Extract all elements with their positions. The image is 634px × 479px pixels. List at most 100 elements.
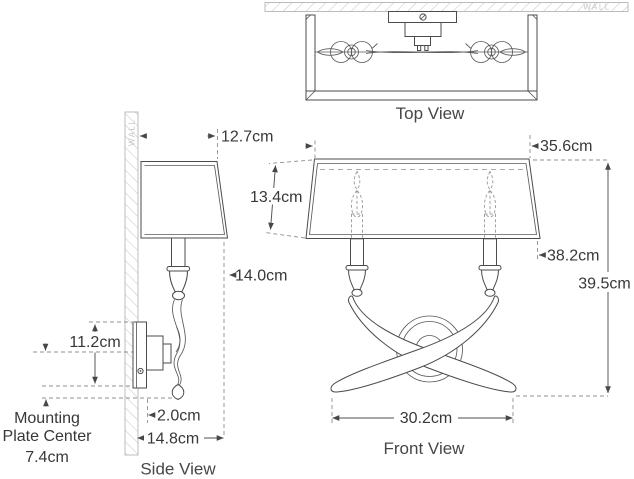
top-view: WALL (264, 2, 629, 123)
shade-side-outline (140, 161, 229, 239)
flame (486, 170, 494, 191)
mounting-note-value: 7.4cm (25, 449, 69, 466)
twist-arm-edge-a (172, 299, 181, 386)
bobeche-cap-side (166, 266, 190, 272)
dim-candle-drop-label: 14.0cm (235, 268, 287, 285)
dim-total-depth: 14.8cm (137, 429, 224, 448)
top-view-label: Top View (396, 104, 465, 123)
side-view: WALL 12.7cm 14.0cm (3, 111, 287, 479)
label-backing (248, 188, 308, 205)
label-backing (394, 409, 458, 426)
scroll-hub (344, 44, 359, 60)
leaf-flag (371, 43, 378, 49)
arm-curve-b (365, 50, 479, 54)
candle-sleeve-side (171, 237, 186, 268)
flame (353, 170, 361, 191)
dim-shade-bottom-width: 38.2cm (537, 241, 599, 265)
frame-cap-left (305, 14, 311, 20)
dim-shade-height: 13.4cm (248, 159, 313, 239)
frame-right-bar (527, 14, 538, 101)
candle-left-silhouette (351, 170, 363, 238)
bobeche-cap-left (345, 265, 369, 271)
bobeche-flare-side (168, 270, 189, 292)
dim-total-height-label: 39.5cm (578, 276, 630, 293)
dim-shade-height-label: 13.4cm (250, 189, 302, 206)
shade-side-inner (144, 165, 225, 235)
frame-miter-left (305, 90, 316, 101)
screw-head (419, 13, 427, 21)
dim-candle-drop: 14.0cm (223, 242, 287, 437)
wall-hatch-top (264, 2, 629, 12)
dim-plate-offset: 2.0cm (147, 399, 201, 425)
frame-front-bar (305, 90, 538, 101)
leaf-tip (316, 48, 344, 56)
knob-side (172, 290, 185, 301)
dim-shade-top-width: 35.6cm (305, 135, 592, 158)
side-view-label: Side View (140, 460, 216, 479)
bulb (484, 189, 496, 218)
arm-assembly-top (315, 41, 528, 63)
arm-bracket-side (146, 335, 164, 371)
canopy-foot-left (417, 45, 422, 51)
front-view: 35.6cm 13.4cm 38.2cm 39.5cm (248, 135, 631, 458)
canopy-neck (414, 36, 431, 46)
wall-label-side: WALL (128, 119, 137, 147)
candle-sleeve-right (483, 238, 497, 267)
dim-shade-bottom-width-label: 38.2cm (547, 248, 599, 265)
finial-side (171, 383, 185, 401)
dim-total-depth-label: 14.8cm (147, 431, 199, 448)
bulb (351, 189, 363, 218)
plate-screw-center (139, 370, 142, 372)
dim-shade-top-width-label: 35.6cm (540, 138, 592, 155)
canopy-bracket (404, 22, 442, 37)
extension-top (268, 159, 313, 164)
dim-total-height: 39.5cm (516, 159, 631, 397)
dim-mounting-plate-center: Mounting Plate Center 7.4cm (3, 343, 172, 466)
knob-left (351, 288, 363, 297)
dim-shade-top-depth-label: 12.7cm (221, 129, 273, 146)
crossed-arm-right-to-left (330, 295, 499, 393)
plate-screw (137, 367, 144, 375)
dim-arm-spread: 30.2cm (331, 398, 514, 427)
label-backing (144, 429, 204, 445)
scroll-ornament-right (465, 41, 527, 63)
scroll-ornament-left (316, 41, 378, 63)
leaf-flag (465, 43, 472, 49)
extension-bottom (264, 232, 306, 239)
mounting-plate-side (132, 321, 147, 389)
bobeche-flare-right (480, 269, 500, 290)
dim-backplate-height: 11.2cm (42, 321, 134, 387)
twist-arm-mid (175, 326, 181, 353)
canopy-foot-right (424, 45, 429, 51)
frame-cap-right (532, 14, 538, 20)
shade-frame-top (305, 14, 538, 101)
shade-front-inner (309, 163, 537, 235)
bobeche-flare-left (347, 269, 367, 290)
screw-slot (420, 14, 426, 20)
frame-left-bar (305, 14, 316, 101)
mounting-note-line2: Plate Center (3, 428, 93, 445)
scroll-ring (351, 41, 373, 63)
knob-right (484, 288, 496, 297)
dim-shade-top-depth: 12.7cm (139, 129, 273, 159)
scroll-hub-inner (487, 47, 496, 57)
front-view-label: Front View (384, 439, 466, 458)
bobeche-cap-right (478, 265, 502, 271)
candle-sleeve-left (350, 238, 364, 267)
twist-arm-edge-b (177, 299, 186, 386)
wall-hatch-side (124, 111, 139, 456)
scroll-ring (491, 41, 513, 63)
leaf-tip (499, 48, 527, 56)
wall-label-top: WALL (583, 3, 611, 12)
dim-arm-spread-label: 30.2cm (400, 410, 452, 427)
mounting-note-line1: Mounting (14, 410, 80, 427)
dim-plate-offset-label: 2.0cm (157, 408, 201, 425)
scroll-hub-inner (347, 47, 356, 57)
arm-bracket-step (162, 343, 172, 364)
scroll-hub (484, 44, 499, 60)
candle-right-silhouette (484, 170, 496, 238)
dim-backplate-height-label: 11.2cm (69, 334, 120, 351)
frame-miter-right (527, 90, 538, 101)
